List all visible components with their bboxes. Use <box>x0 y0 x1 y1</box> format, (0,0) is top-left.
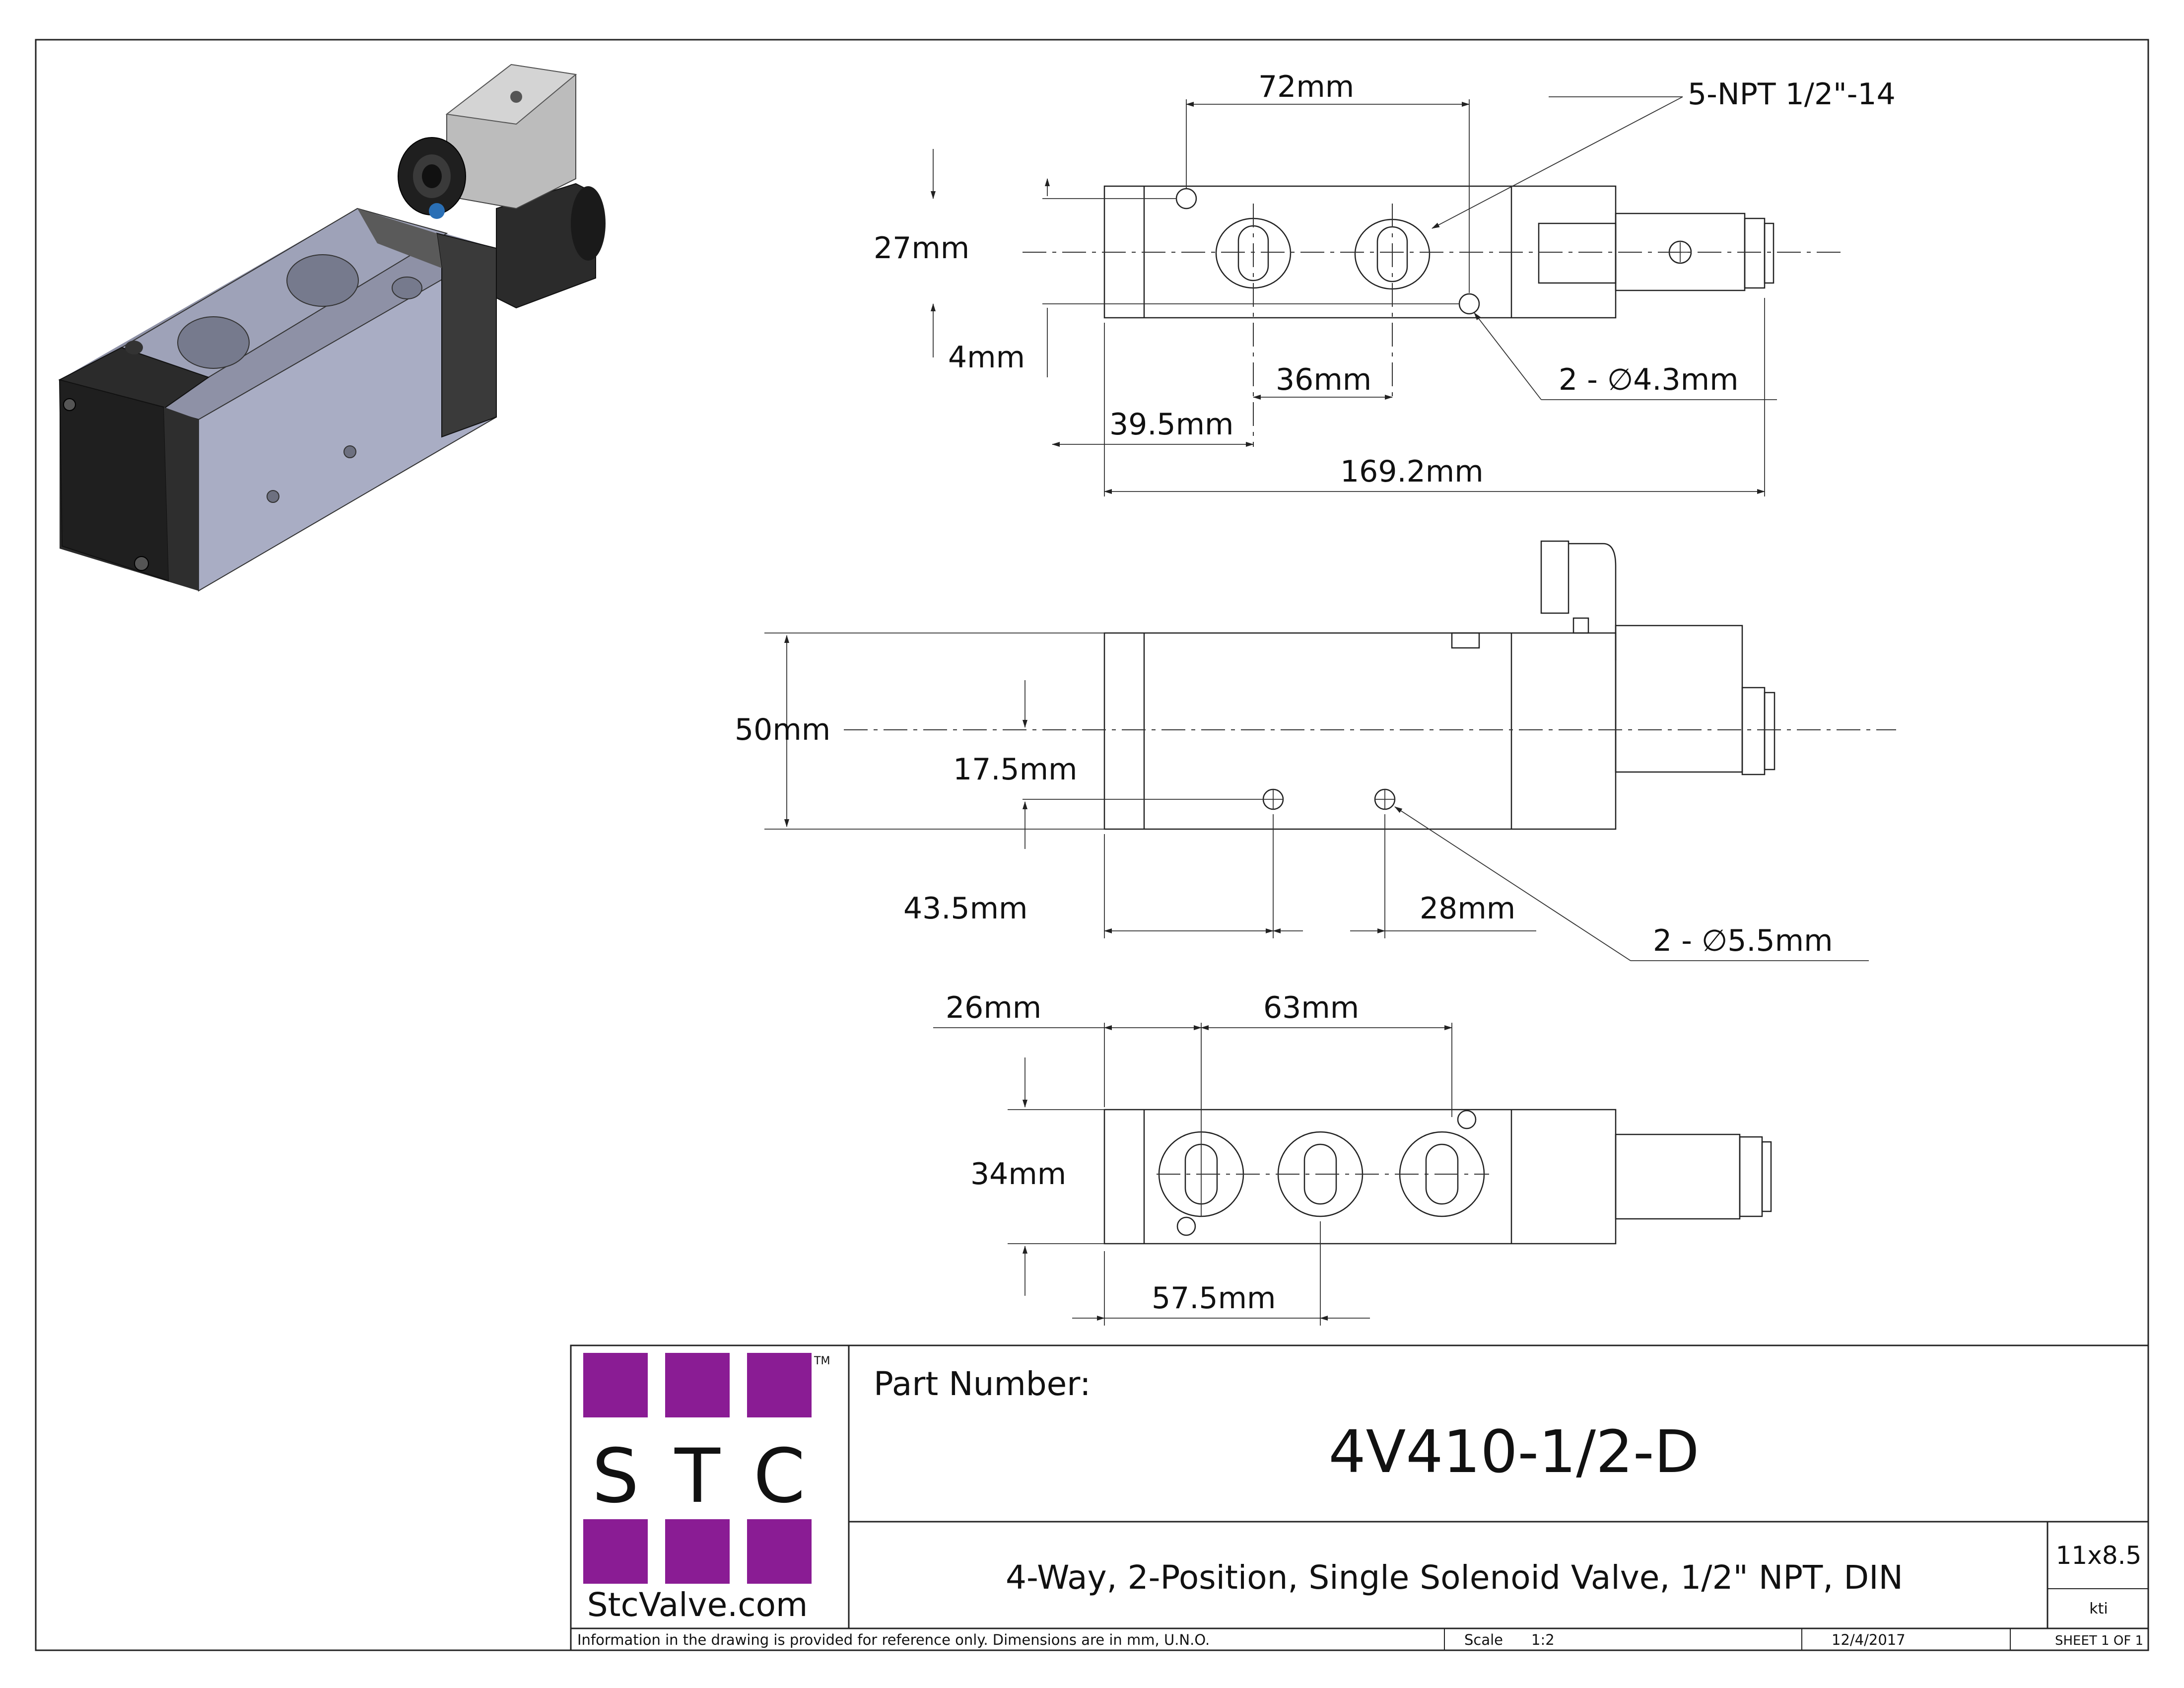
dim-npt-ports: 5-NPT 1/2"-14 <box>1688 77 1896 112</box>
part-description: 4-Way, 2-Position, Single Solenoid Valve… <box>1006 1558 1903 1597</box>
logo-square <box>665 1519 730 1584</box>
reference-note: Information in the drawing is provided f… <box>577 1631 1210 1648</box>
dim-57-5mm: 57.5mm <box>1152 1281 1276 1316</box>
logo-square <box>665 1353 730 1417</box>
dim-27mm: 27mm <box>874 231 969 266</box>
sheet-number: SHEET 1 OF 1 <box>2055 1633 2143 1648</box>
sheet-size: 11x8.5 <box>2056 1541 2142 1570</box>
logo-letter-s: S <box>592 1433 639 1520</box>
dim-36mm: 36mm <box>1276 362 1371 397</box>
dim-28mm: 28mm <box>1420 891 1515 926</box>
drawing-date: 12/4/2017 <box>1832 1631 1906 1648</box>
title-block <box>570 1344 2149 1651</box>
logo-trademark: TM <box>814 1355 830 1367</box>
valve-3d-view <box>58 64 606 592</box>
drawn-by: kti <box>2089 1600 2108 1618</box>
dim-34mm: 34mm <box>970 1157 1066 1192</box>
logo-square <box>583 1353 648 1417</box>
side-view <box>764 540 1896 961</box>
logo-website: StcValve.com <box>587 1586 808 1624</box>
part-number: 4V410-1/2-D <box>1329 1417 1700 1486</box>
dim-holes-4-3mm: 2 - ∅4.3mm <box>1559 362 1739 397</box>
logo-letter-t: T <box>674 1433 721 1520</box>
dim-17-5mm: 17.5mm <box>953 752 1078 787</box>
logo-square <box>747 1353 812 1417</box>
dim-43-5mm: 43.5mm <box>903 891 1028 926</box>
dim-72mm: 72mm <box>1258 70 1354 104</box>
dim-63mm: 63mm <box>1263 990 1359 1025</box>
dim-50mm: 50mm <box>735 712 830 747</box>
dim-4mm: 4mm <box>948 340 1025 375</box>
scale-value: 1:2 <box>1531 1631 1555 1648</box>
logo-letter-c: C <box>753 1433 806 1520</box>
dim-169-2mm: 169.2mm <box>1340 454 1484 489</box>
logo-square <box>747 1519 812 1584</box>
top-view <box>931 96 1846 496</box>
bottom-view <box>933 1023 1772 1326</box>
part-number-label: Part Number: <box>874 1365 1091 1403</box>
dim-39-5mm: 39.5mm <box>1109 407 1234 442</box>
logo-square <box>583 1519 648 1584</box>
dim-26mm: 26mm <box>946 990 1041 1025</box>
scale-label: Scale <box>1464 1631 1503 1648</box>
dim-holes-5-5mm: 2 - ∅5.5mm <box>1653 923 1833 958</box>
